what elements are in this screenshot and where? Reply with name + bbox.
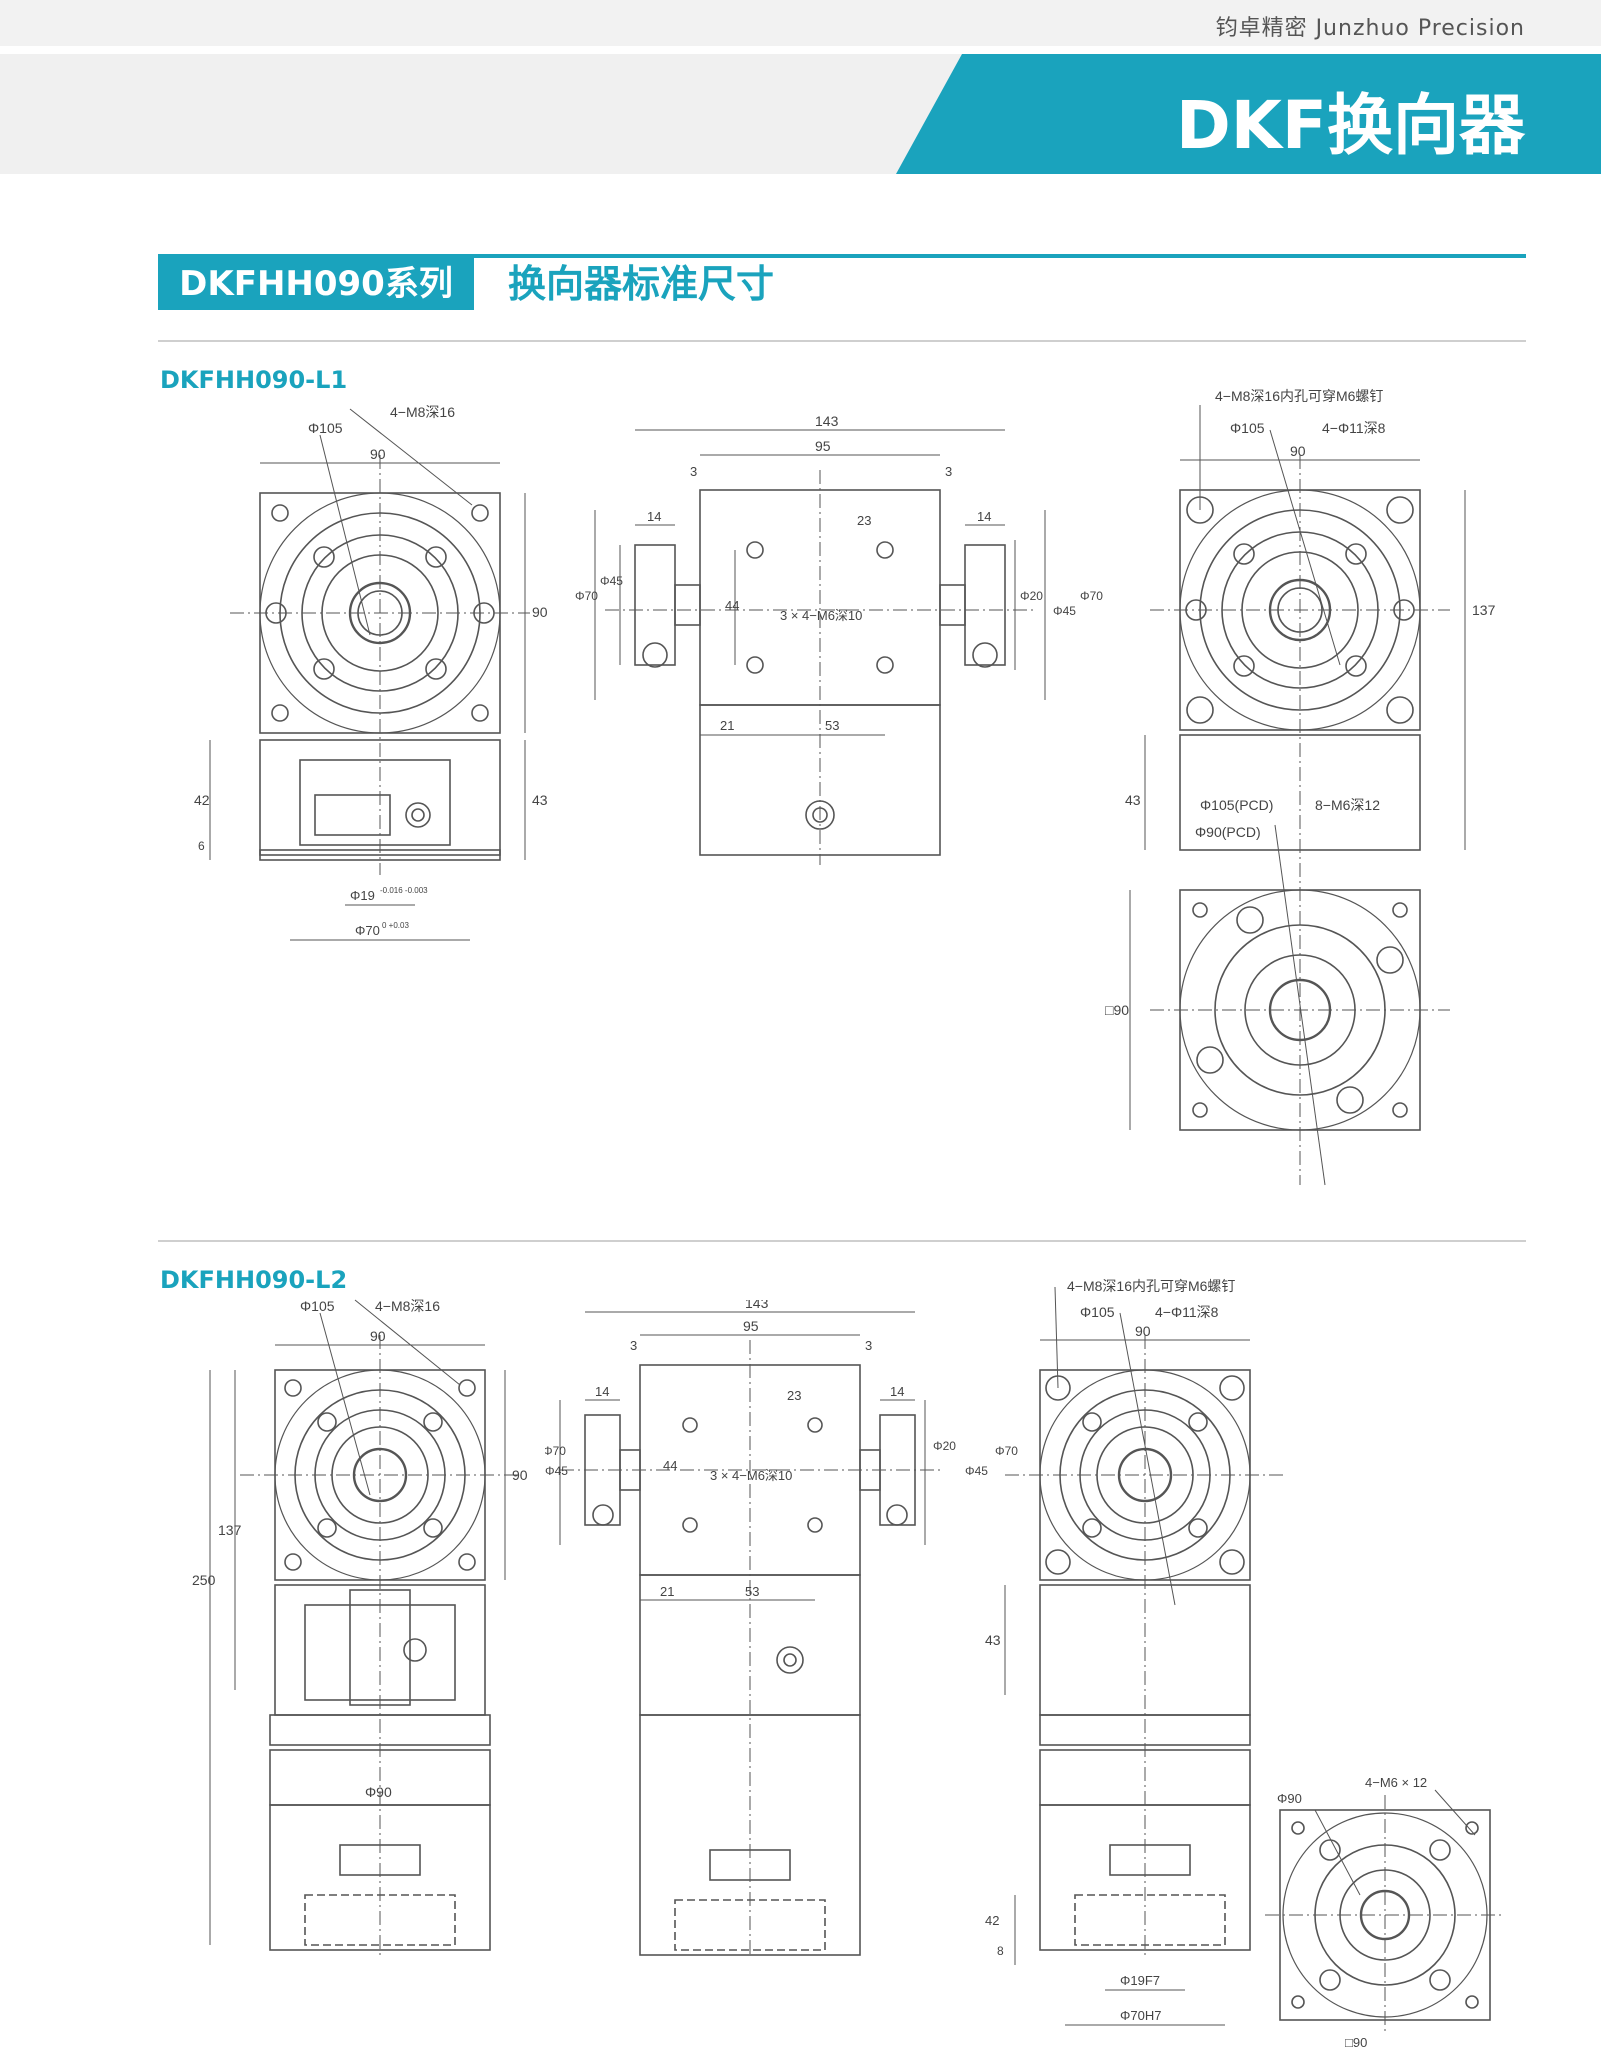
- l2-right-sq90: □90: [1345, 2035, 1367, 2050]
- l2-right-m6: 4−M6 × 12: [1365, 1775, 1427, 1790]
- l2-side-w3a: 3: [630, 1338, 637, 1353]
- l1-right-w90: 90: [1290, 443, 1306, 459]
- model-l1-title: DKFHH090-L1: [160, 366, 348, 394]
- l1-front-h43: 43: [532, 792, 548, 808]
- l1-side-w3a: 3: [690, 464, 697, 479]
- l1-front-h90: 90: [532, 604, 548, 620]
- l1-side-w3b: 3: [945, 464, 952, 479]
- l1-side-d45a: Φ45: [600, 574, 623, 588]
- l2-right-w90: 90: [1135, 1323, 1151, 1339]
- l2-front-d105: Φ105: [300, 1298, 335, 1314]
- page-title: DKF换向器: [1175, 87, 1525, 164]
- l1-front-d19: Φ19: [350, 888, 375, 903]
- l2-side-d70a: Φ70: [545, 1444, 566, 1458]
- top-bar: [0, 0, 1601, 46]
- l2-side-d45b: Φ45: [965, 1464, 988, 1478]
- l2-right-h8: 8: [997, 1944, 1004, 1958]
- model-divider: [158, 1240, 1526, 1242]
- l1-side-w21: 21: [720, 718, 734, 733]
- l1-front-h42: 42: [194, 792, 210, 808]
- l2-side-h23: 23: [787, 1388, 801, 1403]
- l2-side-w21: 21: [660, 1584, 674, 1599]
- l2-right-d11: 4−Φ11深8: [1155, 1304, 1219, 1320]
- l1-right-m8thru: 4−M8深16内孔可穿M6螺钉: [1215, 388, 1383, 404]
- l1-right-m6: 8−M6深12: [1315, 797, 1380, 813]
- l2-front-h250: 250: [192, 1572, 216, 1588]
- l1-front-d19-tol: -0.016 -0.003: [380, 886, 428, 895]
- l1-side-w14a: 14: [647, 509, 661, 524]
- l1-side-d45b: Φ45: [1053, 604, 1076, 618]
- l2-side-d70b: Φ70: [995, 1444, 1018, 1458]
- l2-right-flange-d90: Φ90: [1277, 1791, 1302, 1806]
- l2-right-m8thru: 4−M8深16内孔可穿M6螺钉: [1067, 1278, 1235, 1294]
- l1-side-tap: 3 × 4−M6深10: [780, 608, 862, 623]
- l1-right-h43: 43: [1125, 792, 1141, 808]
- brand-name: 钧卓精密 Junzhuo Precision: [1215, 16, 1525, 41]
- l2-side-view: 143 95 3 3 14 14 23 44 21 53 3 × 4−M6深10…: [545, 1300, 1018, 1956]
- l1-side-w143: 143: [815, 413, 839, 429]
- l1-front-view: Φ105 4−M8深16 90 90 42 6 43 Φ19 -0.016 -0…: [194, 404, 548, 941]
- l2-side-d20: Φ20: [933, 1439, 956, 1453]
- l2-right-d105: Φ105: [1080, 1304, 1115, 1320]
- l1-right-pcd105: Φ105(PCD): [1200, 797, 1273, 813]
- l2-right-d19: Φ19F7: [1120, 1973, 1160, 1988]
- l1-front-d105: Φ105: [308, 420, 343, 436]
- l2-side-w14a: 14: [595, 1384, 609, 1399]
- l1-right-d11: 4−Φ11深8: [1322, 420, 1386, 436]
- header-gap: [0, 46, 1601, 54]
- l2-right-d70: Φ70H7: [1120, 2008, 1161, 2023]
- l1-side-d20: Φ20: [1020, 589, 1043, 603]
- l2-front-d90: Φ90: [365, 1784, 392, 1800]
- l2-side-h44: 44: [663, 1458, 677, 1473]
- l1-front-d70-tol: 0 +0.03: [382, 921, 409, 930]
- l1-side-w53: 53: [825, 718, 839, 733]
- l1-side-d70a: Φ70: [575, 589, 598, 603]
- l1-side-w95: 95: [815, 438, 831, 454]
- l1-right-h137: 137: [1472, 602, 1496, 618]
- l1-side-w14b: 14: [977, 509, 991, 524]
- l2-side-w53: 53: [745, 1584, 759, 1599]
- l1-right-sq90: □90: [1105, 1002, 1129, 1018]
- l1-right-pcd90: Φ90(PCD): [1195, 824, 1261, 840]
- l2-side-w3b: 3: [865, 1338, 872, 1353]
- l2-right-h42: 42: [985, 1913, 999, 1928]
- l1-side-h44: 44: [725, 598, 739, 613]
- series-label: DKFHH090系列: [158, 258, 474, 310]
- l1-front-d70: Φ70: [355, 923, 380, 938]
- l2-side-w143: 143: [745, 1300, 769, 1311]
- l1-right-view: 4−M8深16内孔可穿M6螺钉 Φ105 4−Φ11深8 90 137 43 Φ…: [1105, 388, 1496, 1186]
- l1-side-view: 143 95 3 3 14 14 23 44 21 53 3 × 4−M6深10…: [575, 413, 1103, 865]
- section-rule: [158, 254, 1526, 258]
- l2-front-view: Φ105 4−M8深16 90 90 137 250 Φ90: [192, 1298, 528, 1955]
- l1-front-w90: 90: [370, 446, 386, 462]
- model-l2-title: DKFHH090-L2: [160, 1266, 348, 1294]
- l2-right-h43: 43: [985, 1632, 1001, 1648]
- l1-side-d70b: Φ70: [1080, 589, 1103, 603]
- l2-side-tap: 3 × 4−M6深10: [710, 1468, 792, 1483]
- l2-right-view: 4−M8深16内孔可穿M6螺钉 Φ105 4−Φ11深8 90 43 42 8 …: [985, 1278, 1505, 2050]
- l2-side-d45a: Φ45: [545, 1464, 568, 1478]
- l1-side-h23: 23: [857, 513, 871, 528]
- l2-side-w95: 95: [743, 1318, 759, 1334]
- title-band-accent: [896, 54, 1601, 174]
- l1-front-h6: 6: [198, 839, 205, 853]
- section-subtitle: 换向器标准尺寸: [508, 262, 775, 306]
- l2-front-h90: 90: [512, 1467, 528, 1483]
- l2-front-h137: 137: [218, 1522, 242, 1538]
- l1-front-m8: 4−M8深16: [390, 404, 455, 420]
- section-divider: [158, 340, 1526, 342]
- l2-front-m8: 4−M8深16: [375, 1298, 440, 1314]
- l1-right-d105: Φ105: [1230, 420, 1265, 436]
- l2-side-w14b: 14: [890, 1384, 904, 1399]
- l2-front-w90: 90: [370, 1328, 386, 1344]
